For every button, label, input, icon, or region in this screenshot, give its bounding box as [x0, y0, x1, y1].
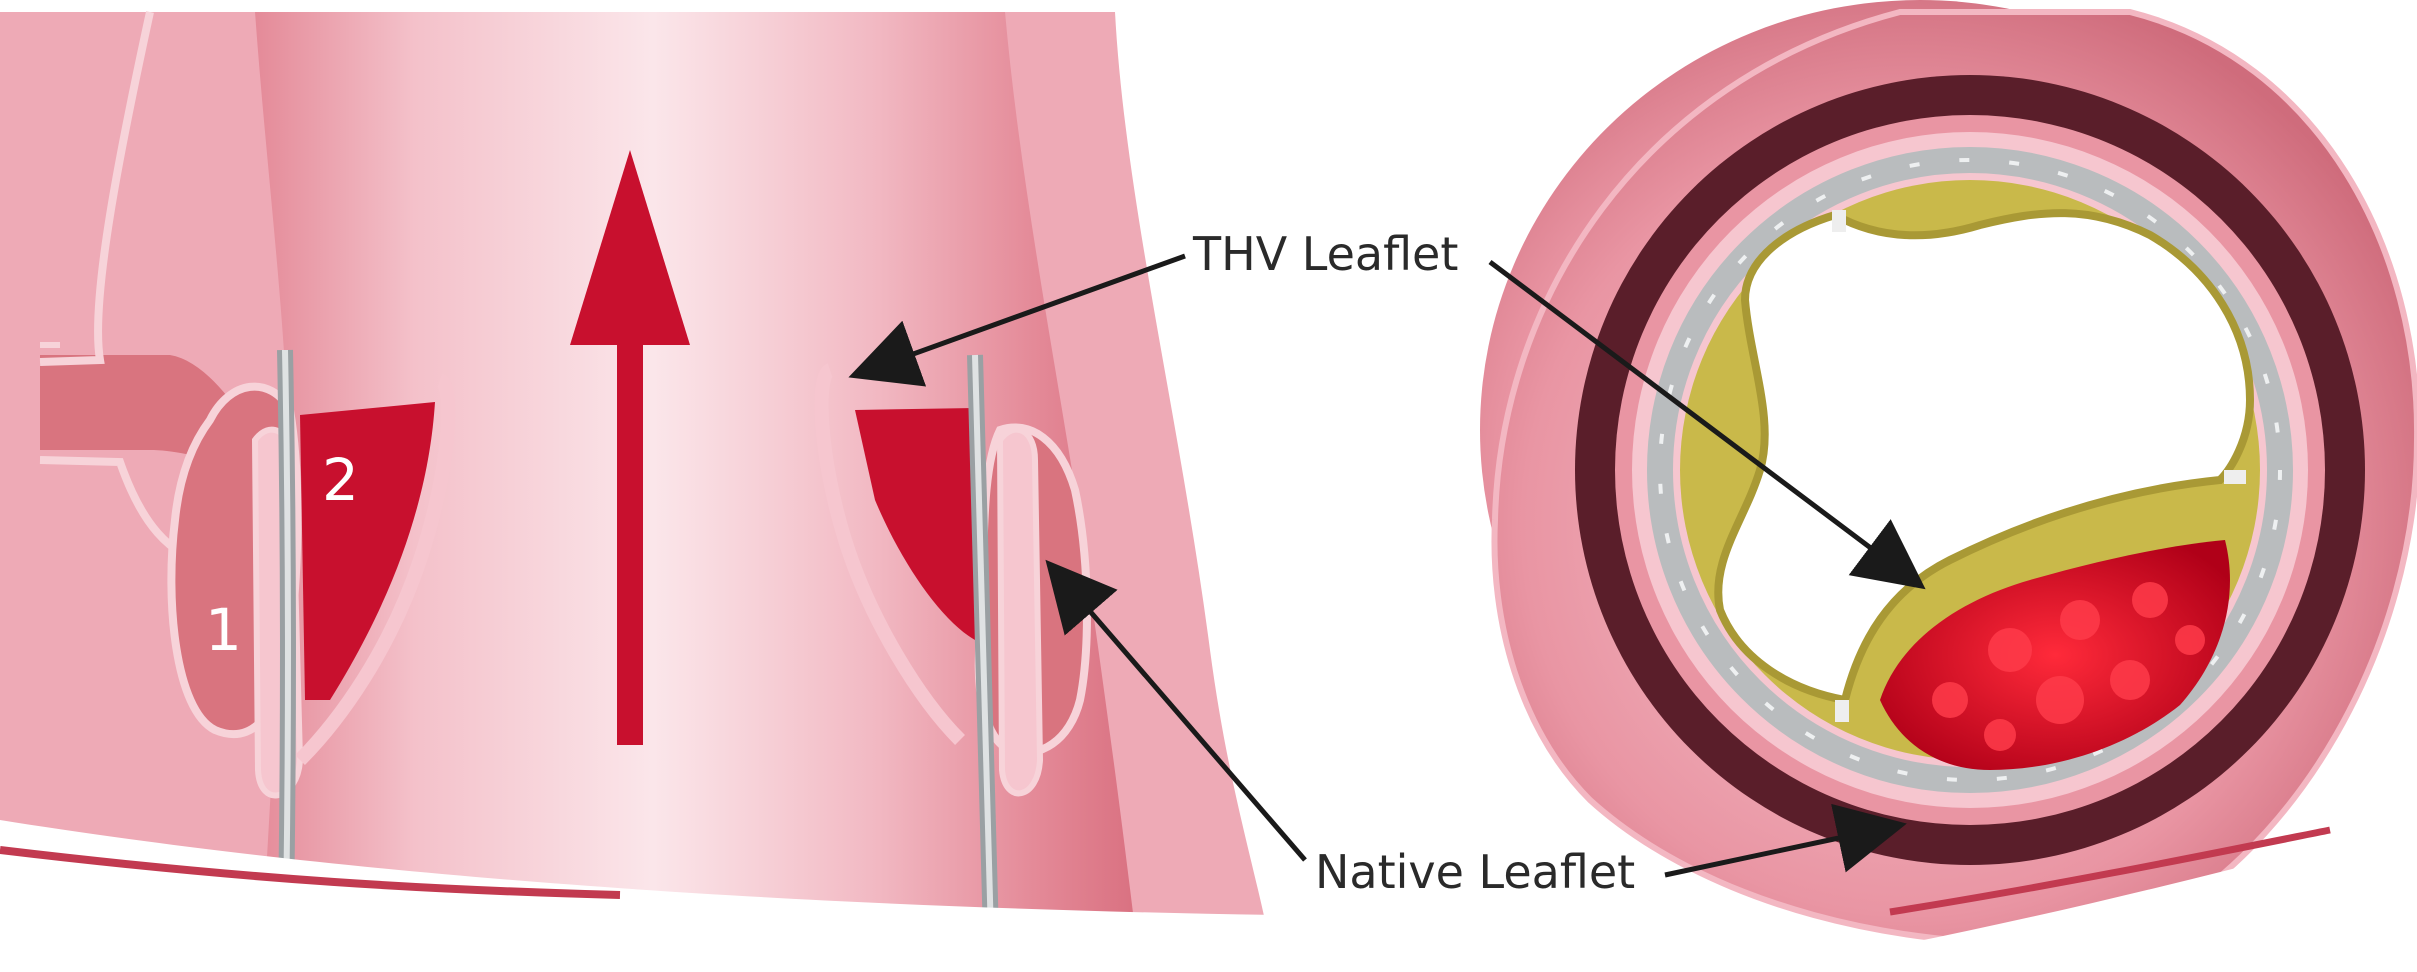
- cross-section: [1480, 0, 2417, 972]
- region-1-label: 1: [205, 596, 242, 664]
- region-2-label: 2: [322, 446, 359, 514]
- native-leaflet-right: [1000, 430, 1040, 794]
- native-leaflet-label: Native Leaflet: [1315, 845, 1635, 899]
- longitudinal-section: 1 2: [0, 12, 1275, 972]
- thv-leaflet-label: THV Leaflet: [1192, 227, 1458, 281]
